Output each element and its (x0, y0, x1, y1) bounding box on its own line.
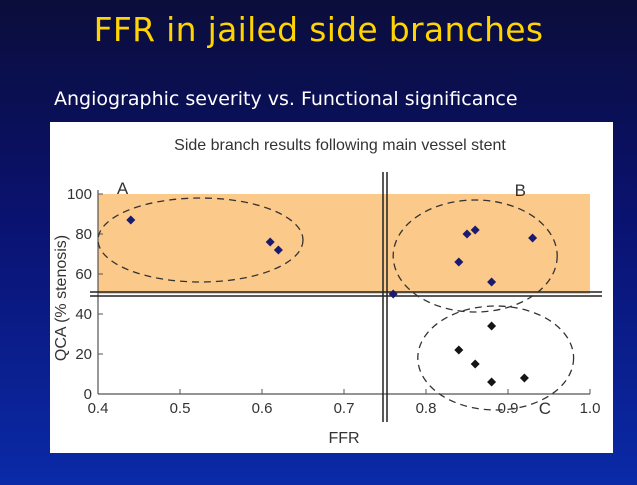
group-label: C (539, 399, 551, 418)
highlight-region (98, 194, 590, 294)
y-tick-label: 80 (75, 226, 92, 243)
data-point (388, 289, 398, 299)
data-point (273, 245, 283, 255)
chart-title: Side branch results following main vesse… (174, 137, 506, 154)
x-tick-label: 0.6 (252, 400, 273, 417)
x-tick-label: 1.0 (580, 400, 601, 417)
x-tick-label: 0.5 (170, 400, 191, 417)
x-tick-label: 0.7 (334, 400, 355, 417)
y-tick-label: 60 (75, 266, 92, 283)
data-point (454, 257, 464, 267)
scatter-chart: Side branch results following main vesse… (53, 137, 602, 447)
data-point (126, 215, 136, 225)
group-ellipse (392, 199, 558, 313)
group-ellipse (97, 197, 304, 283)
y-tick-label: 0 (84, 386, 92, 403)
x-tick-label: 0.9 (498, 400, 519, 417)
y-tick-label: 100 (67, 186, 92, 203)
slide-title: FFR in jailed side branches (93, 10, 544, 49)
group-ellipse (417, 305, 575, 411)
group-label: B (515, 181, 526, 200)
data-point (487, 277, 497, 287)
data-point (487, 321, 497, 331)
data-point (487, 377, 497, 387)
y-axis-label: QCA (% stenosis) (53, 235, 70, 361)
y-tick-label: 20 (75, 346, 92, 363)
x-axis-label: FFR (328, 430, 359, 447)
y-tick-label: 40 (75, 306, 92, 323)
x-tick-label: 0.4 (88, 400, 109, 417)
data-point (265, 237, 275, 247)
x-tick-label: 0.8 (416, 400, 437, 417)
data-point (519, 373, 529, 383)
data-point (528, 233, 538, 243)
data-point (470, 225, 480, 235)
slide-subtitle: Angiographic severity vs. Functional sig… (54, 88, 518, 110)
data-point (462, 229, 472, 239)
data-point (454, 345, 464, 355)
data-point (470, 359, 480, 369)
chart-panel: Side branch results following main vesse… (50, 122, 613, 453)
group-label: A (117, 179, 129, 198)
